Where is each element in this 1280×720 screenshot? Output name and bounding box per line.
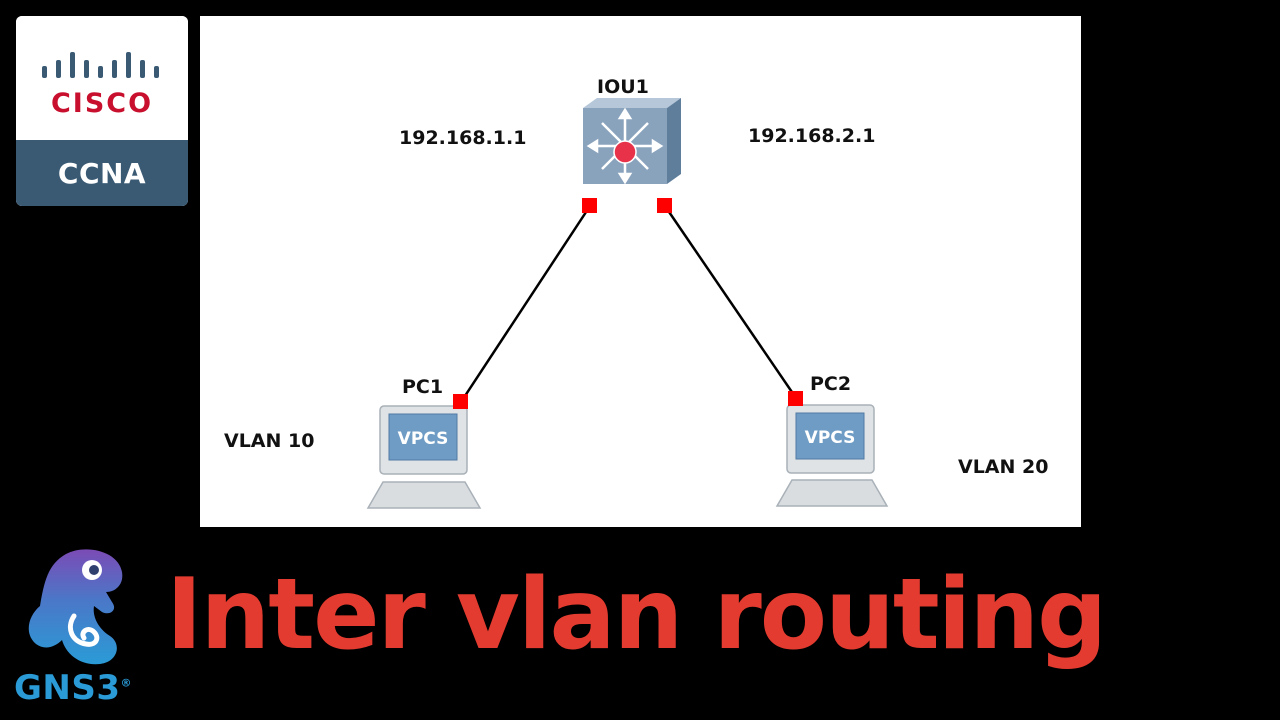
- router-label: IOU1: [597, 76, 649, 98]
- ccna-label: CCNA: [57, 156, 147, 190]
- pc2-label: PC2: [810, 373, 852, 395]
- cisco-logo-area: CISCO: [16, 16, 188, 140]
- registered-mark: ®: [120, 676, 133, 690]
- gns3-wordmark: GNS3®: [14, 668, 132, 708]
- video-title: Inter vlan routing: [166, 558, 1107, 672]
- cisco-wordmark: CISCO: [50, 88, 154, 119]
- pc1-label: PC1: [402, 376, 444, 398]
- gns3-text: GNS3: [14, 668, 121, 708]
- cisco-bars-icon: [42, 52, 159, 78]
- topology-svg: VPCS VPCS: [366, 98, 889, 509]
- pc1-screen-text: VPCS: [398, 429, 449, 449]
- chameleon-icon: [28, 549, 123, 665]
- pc2-screen-text: VPCS: [805, 428, 856, 448]
- ccna-band: CCNA: [16, 140, 188, 206]
- link-pc2-iou1: [663, 205, 798, 399]
- vpcs-computer-icon[interactable]: VPCS: [775, 404, 889, 507]
- port-marker: [453, 394, 468, 409]
- topology-canvas: VPCS VPCS IOU1 192.168.1.1 192.168.2.1 P…: [200, 16, 1081, 527]
- cisco-ccna-badge: CISCO CCNA: [16, 16, 188, 206]
- gns3-logo: GNS3®: [14, 546, 160, 710]
- port-marker: [657, 198, 672, 213]
- ip-label-left: 192.168.1.1: [399, 127, 527, 149]
- ip-label-right: 192.168.2.1: [748, 125, 876, 147]
- port-marker: [788, 391, 803, 406]
- multilayer-switch-icon[interactable]: [583, 98, 681, 185]
- port-marker: [582, 198, 597, 213]
- vlan-label-right: VLAN 20: [958, 456, 1049, 478]
- vpcs-computer-icon[interactable]: VPCS: [366, 405, 482, 509]
- link-pc1-iou1: [459, 205, 592, 403]
- vlan-label-left: VLAN 10: [224, 430, 315, 452]
